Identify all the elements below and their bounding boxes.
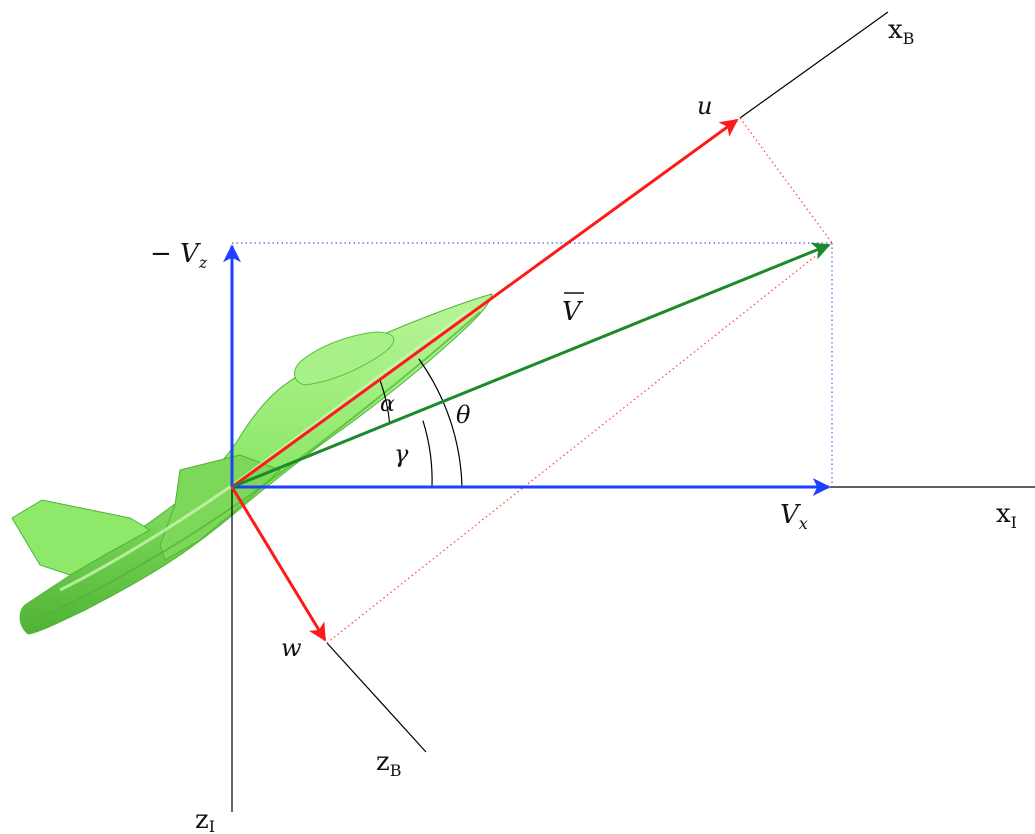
vector-u	[231, 118, 739, 489]
vectors	[223, 118, 831, 642]
vector-w	[230, 486, 327, 642]
label-theta: θ	[456, 401, 471, 429]
aircraft-shading-lower	[39, 311, 481, 619]
label-neg-Vz: − Vz	[150, 239, 208, 272]
aircraft-canopy	[294, 331, 395, 386]
zB-axis	[326, 642, 427, 753]
xB-axis	[739, 11, 889, 119]
axes	[231, 11, 1035, 812]
label-w: w	[281, 634, 302, 662]
aircraft-illustration	[11, 293, 493, 635]
aircraft-tail-fin	[11, 499, 152, 576]
theta-arc	[418, 358, 463, 488]
label-Vx: Vx	[780, 500, 808, 533]
label-zB: zB	[376, 747, 401, 780]
label-Vbar: V	[562, 297, 583, 327]
aircraft-wing	[159, 454, 281, 561]
projection-u-tip	[739, 117, 833, 244]
gamma-arc	[422, 420, 433, 488]
vector-V	[231, 242, 831, 489]
labels: xB xI zB zI u w − Vz Vx V α γ θ	[150, 15, 1017, 834]
label-gamma: γ	[394, 440, 409, 468]
label-zI: zI	[195, 805, 215, 834]
label-xI: xI	[996, 499, 1017, 532]
label-xB: xB	[888, 15, 914, 48]
projection-w-tip	[326, 242, 833, 644]
projection-lines	[232, 117, 833, 644]
label-alpha: α	[380, 392, 395, 417]
label-u: u	[697, 92, 712, 120]
